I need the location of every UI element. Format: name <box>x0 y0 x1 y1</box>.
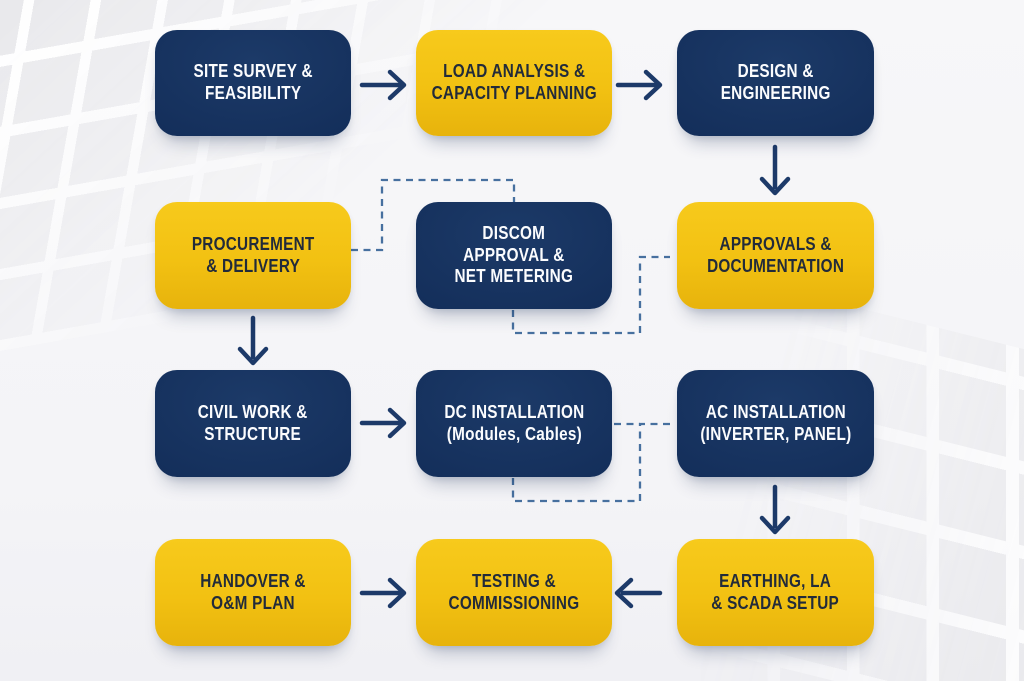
box-ac-install-label: AC INSTALLATION (INVERTER, PANEL) <box>699 401 852 444</box>
box-discom-label: DISCOM APPROVAL & NET METERING <box>454 222 574 287</box>
box-approvals-documentation: APPROVALS & DOCUMENTATION <box>677 202 874 309</box>
arrow-procurement-to-civil-work <box>237 315 269 366</box>
box-handover-label: HANDOVER & O&M PLAN <box>200 570 306 613</box>
box-procurement-label: PROCUREMENT & DELIVERY <box>191 233 315 276</box>
box-earthing-label: EARTHING, LA & SCADA SETUP <box>711 570 840 613</box>
box-dc-installation: DC INSTALLATION (Modules, Cables) <box>416 370 612 477</box>
box-design-label: DESIGN & ENGINEERING <box>720 61 831 103</box>
box-civil-work-label: CIVIL WORK & STRUCTURE <box>198 401 308 444</box>
box-dc-install-label: DC INSTALLATION (Modules, Cables) <box>443 401 585 444</box>
box-procurement-delivery: PROCUREMENT & DELIVERY <box>155 202 351 309</box>
box-testing-label: TESTING & COMMISSIONING <box>448 570 580 613</box>
box-load-analysis-capacity: LOAD ANALYSIS & CAPACITY PLANNING <box>416 30 612 136</box>
arrow-handover-to-testing <box>359 577 407 609</box>
box-site-survey-label: SITE SURVEY & FEASIBILITY <box>193 61 313 103</box>
box-handover-om-plan: HANDOVER & O&M PLAN <box>155 539 351 646</box>
box-testing-commissioning: TESTING & COMMISSIONING <box>416 539 612 646</box>
box-discom-approval: DISCOM APPROVAL & NET METERING <box>416 202 612 309</box>
box-earthing-scada: EARTHING, LA & SCADA SETUP <box>677 539 874 646</box>
box-load-analysis-label: LOAD ANALYSIS & CAPACITY PLANNING <box>431 61 597 103</box>
box-ac-installation: AC INSTALLATION (INVERTER, PANEL) <box>677 370 874 477</box>
box-site-survey-feasibility: SITE SURVEY & FEASIBILITY <box>155 30 351 136</box>
box-design-engineering: DESIGN & ENGINEERING <box>677 30 874 136</box>
arrow-design-to-approvals <box>759 144 791 196</box>
arrow-civil-work-to-dc-install <box>359 407 407 439</box>
box-civil-work-structure: CIVIL WORK & STRUCTURE <box>155 370 351 477</box>
box-approvals-label: APPROVALS & DOCUMENTATION <box>706 233 845 276</box>
